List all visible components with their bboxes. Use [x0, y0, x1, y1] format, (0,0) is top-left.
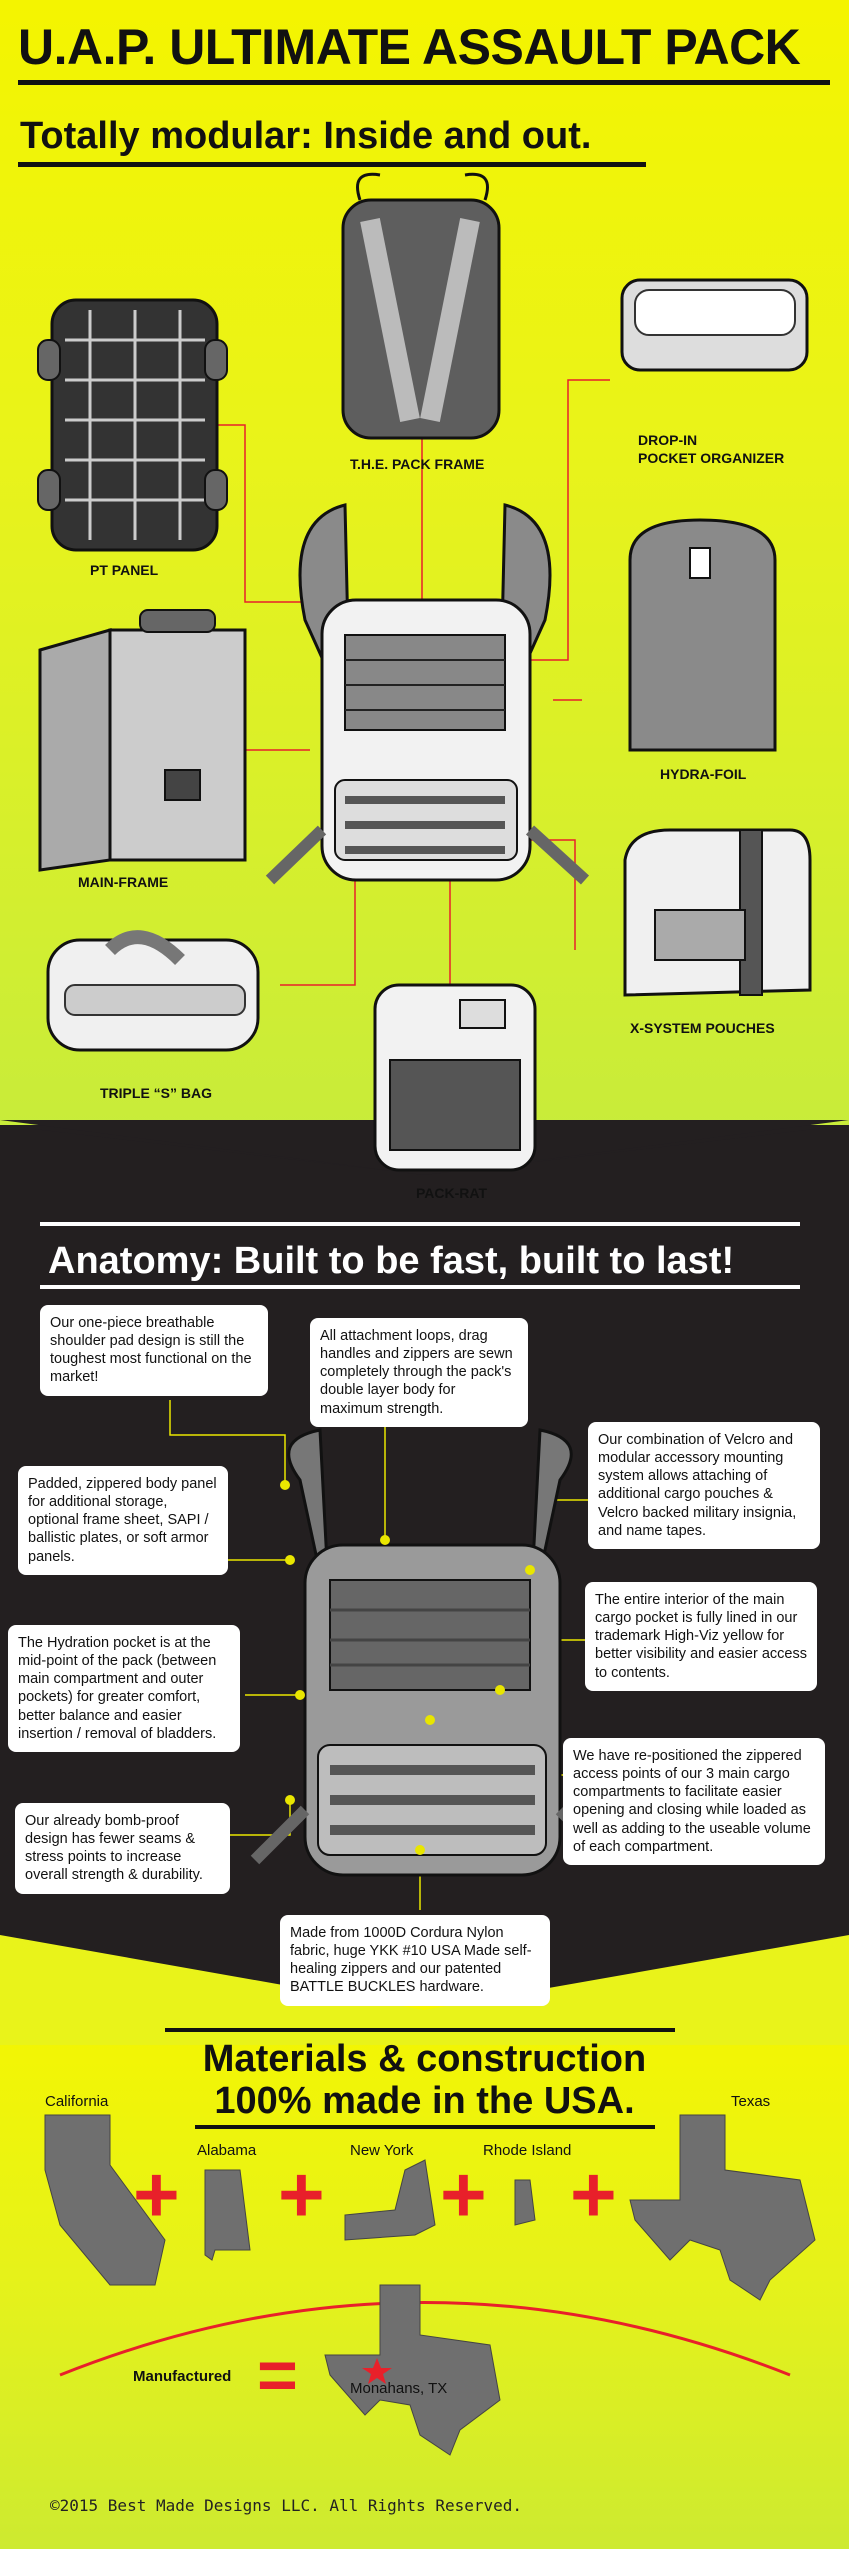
component-label-pack-frame: T.H.E. PACK FRAME — [350, 456, 485, 472]
title-underline — [18, 80, 830, 85]
state-label-new-york: New York — [350, 2142, 414, 2159]
copyright-footer: ©2015 Best Made Designs LLC. All Rights … — [50, 2496, 523, 2515]
callout-interior-lining: The entire interior of the main cargo po… — [585, 1582, 817, 1691]
callout-fewer-seams: Our already bomb-proof design has fewer … — [15, 1803, 230, 1894]
plus-sign-3: + — [440, 2150, 487, 2239]
x-system-pouches-illustration — [623, 828, 812, 997]
pocket-organizer-illustration — [620, 278, 809, 372]
page-title: U.A.P. ULTIMATE ASSAULT PACK — [18, 19, 801, 75]
hydra-foil-illustration — [628, 518, 777, 752]
component-label-main-frame: MAIN-FRAME — [78, 874, 169, 890]
texas-manufactured-map — [324, 2284, 501, 2456]
manufactured-label: Manufactured — [133, 2368, 232, 2385]
materials-title-line2: 100% made in the USA. — [214, 2080, 635, 2122]
arc-line — [59, 2301, 791, 2377]
pack-frame-illustration — [341, 172, 501, 440]
page-subtitle: Totally modular: Inside and out. — [20, 115, 592, 157]
callout-velcro-mounting: Our combination of Velcro and modular ac… — [588, 1422, 820, 1549]
anatomy-bottom-rule — [40, 1285, 800, 1289]
california-map — [44, 2114, 166, 2286]
materials-bottom-rule — [195, 2125, 655, 2129]
component-label-x-system-pouches: X-SYSTEM POUCHES — [630, 1020, 775, 1036]
callout-materials: Made from 1000D Cordura Nylon fabric, hu… — [280, 1915, 550, 2006]
main-frame-illustration — [38, 609, 247, 872]
component-illustrations — [37, 172, 812, 1172]
anatomy-top-rule — [40, 1222, 800, 1226]
materials-top-rule — [165, 2028, 675, 2032]
component-label-pack-rat: PACK-RAT — [416, 1185, 488, 1201]
component-label-hydra-foil: HYDRA-FOIL — [660, 766, 747, 782]
anatomy-pack-illustration — [169, 1400, 615, 1910]
main-pack-illustration — [265, 503, 590, 885]
callout-shoulder-pad: Our one-piece breathable shoulder pad de… — [40, 1305, 268, 1396]
texas-map — [629, 2114, 816, 2301]
component-label-pt-panel: PT PANEL — [90, 562, 159, 578]
state-label-california: California — [45, 2093, 109, 2110]
alabama-map — [204, 2169, 251, 2261]
new-york-map — [344, 2159, 436, 2241]
pt-panel-illustration — [37, 298, 228, 552]
callout-body-panel: Padded, zippered body panel for addition… — [18, 1466, 228, 1575]
anatomy-title: Anatomy: Built to be fast, built to last… — [48, 1240, 735, 1282]
materials-title-line1: Materials & construction — [202, 2038, 647, 2080]
component-label-triple-s-bag: TRIPLE “S” BAG — [100, 1085, 213, 1101]
plus-sign-1: + — [133, 2150, 180, 2239]
equals-sign: = — [257, 2336, 298, 2414]
component-label-pocket-organizer: DROP-IN POCKET ORGANIZER — [638, 432, 785, 466]
callout-hydration-pocket: The Hydration pocket is at the mid-point… — [8, 1625, 240, 1752]
subtitle-underline — [18, 162, 646, 167]
monahans-star — [362, 2358, 392, 2384]
plus-sign-2: + — [278, 2150, 325, 2239]
callout-zipper-access: We have re-positioned the zippered acces… — [563, 1738, 825, 1865]
triple-s-bag-illustration — [46, 930, 260, 1052]
plus-sign-4: + — [570, 2150, 617, 2239]
rhode-island-map — [514, 2179, 536, 2226]
state-label-texas: Texas — [731, 2093, 771, 2110]
callout-attachment-loops: All attachment loops, drag handles and z… — [310, 1318, 528, 1427]
state-label-alabama: Alabama — [197, 2142, 257, 2159]
location-label: Monahans, TX — [350, 2380, 448, 2397]
state-label-rhode-island: Rhode Island — [483, 2142, 572, 2159]
pack-rat-illustration — [373, 983, 537, 1172]
